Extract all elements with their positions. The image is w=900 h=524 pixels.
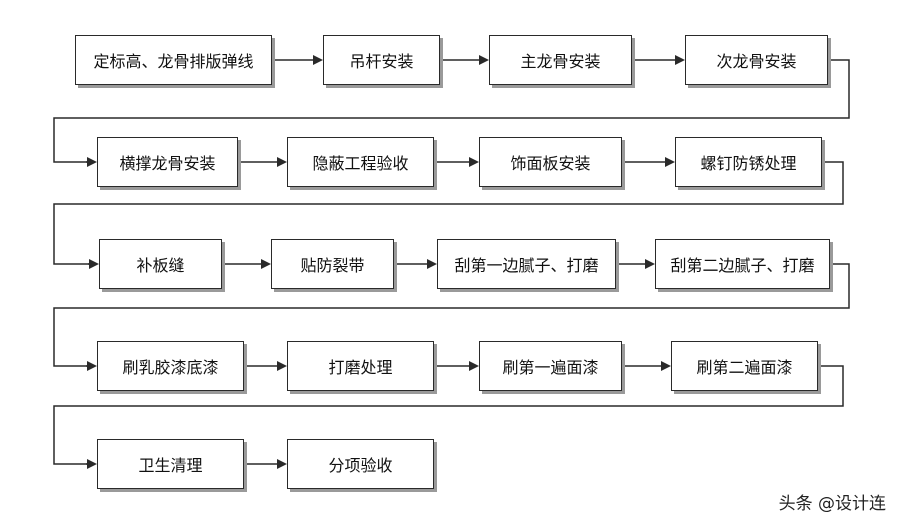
arrow-15-16-arrowhead [661,361,671,371]
arrow-14-15-arrowhead [469,361,479,371]
step-18: 分项验收 [287,439,434,489]
step-13: 刷乳胶漆底漆 [97,341,244,391]
wrap-row3-row4 [53,263,850,367]
step-9: 补板缝 [99,239,222,289]
step-14: 打磨处理 [287,341,434,391]
wrap-row2-row3 [53,161,844,265]
step-7: 饰面板安装 [479,137,622,187]
step-17: 卫生清理 [97,439,244,489]
step-3: 主龙骨安装 [489,35,632,85]
arrow-4-5-arrowhead [87,157,97,167]
step-1: 定标高、龙骨排版弹线 [75,35,272,85]
step-5: 横撑龙骨安装 [97,137,238,187]
arrow-16-17-arrowhead [87,459,97,469]
arrow-3-4-arrowhead [675,55,685,65]
step-6: 隐蔽工程验收 [287,137,434,187]
arrow-7-8-arrowhead [665,157,675,167]
arrow-8-9-arrowhead [89,259,99,269]
arrow-9-10-arrowhead [261,259,271,269]
arrow-12-13-arrowhead [87,361,97,371]
step-10: 贴防裂带 [271,239,394,289]
wrap-row4-row5 [53,365,844,465]
arrow-5-6-arrowhead [277,157,287,167]
step-2: 吊杆安装 [323,35,440,85]
step-4: 次龙骨安装 [685,35,828,85]
wrap-row1-row2 [53,59,850,163]
watermark-text: 头条 @设计连 [778,494,886,514]
arrow-2-3-arrowhead [479,55,489,65]
arrow-1-2-arrowhead [313,55,323,65]
step-16: 刷第二遍面漆 [671,341,818,391]
step-8: 螺钉防锈处理 [675,137,822,187]
arrow-13-14-arrowhead [277,361,287,371]
arrow-17-18-arrowhead [277,459,287,469]
arrow-10-11-arrowhead [427,259,437,269]
step-11: 刮第一边腻子、打磨 [437,239,616,289]
step-12: 刮第二边腻子、打磨 [655,239,830,289]
arrow-6-7-arrowhead [469,157,479,167]
arrow-11-12-arrowhead [645,259,655,269]
step-15: 刷第一遍面漆 [479,341,622,391]
